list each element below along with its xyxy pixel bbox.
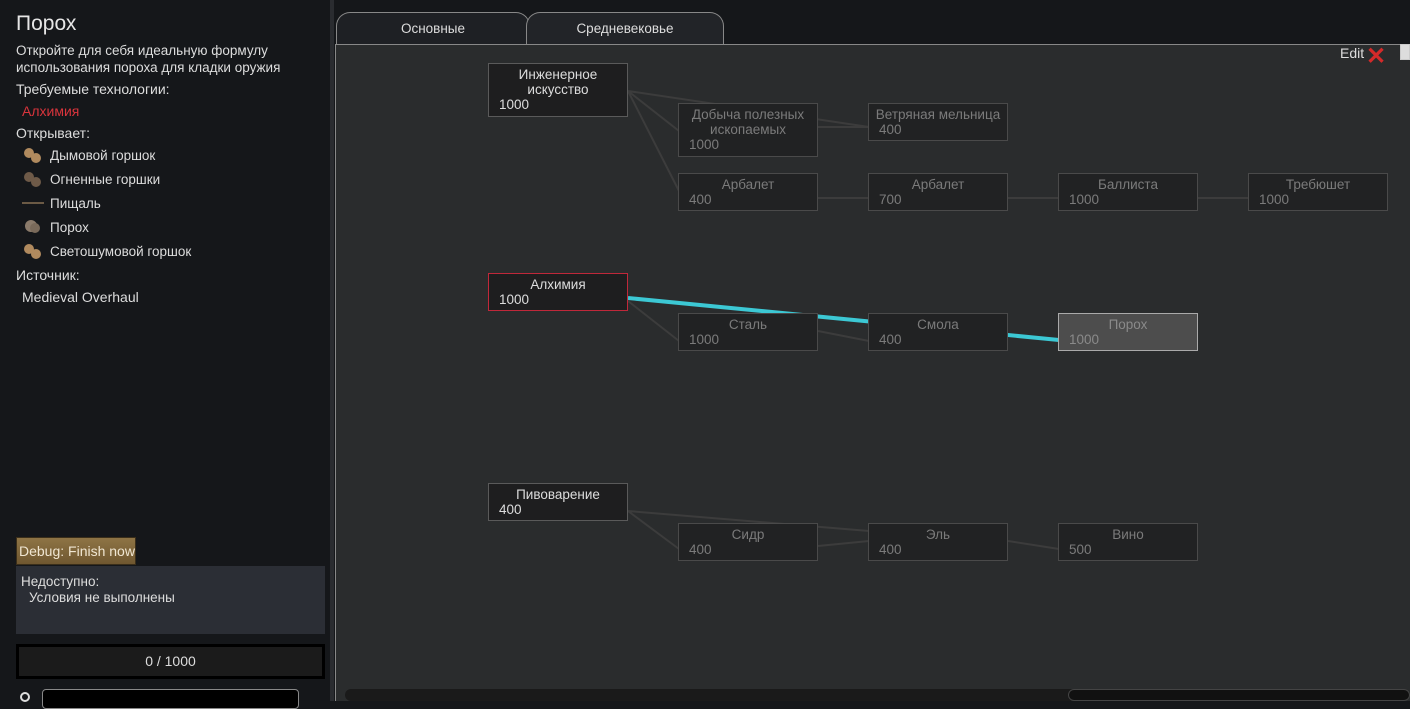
node-cost: 1000 bbox=[1259, 192, 1290, 207]
node-name: Смола bbox=[917, 317, 959, 332]
tech-node-selected[interactable]: Порох 1000 bbox=[1058, 313, 1198, 351]
unlock-label: Огненные горшки bbox=[50, 171, 161, 187]
node-cost: 400 bbox=[689, 192, 712, 207]
unlock-item[interactable]: Огненные горшки bbox=[22, 167, 160, 191]
node-name: Арбалет bbox=[911, 177, 965, 192]
node-cost: 500 bbox=[1069, 542, 1092, 557]
tree-links bbox=[627, 90, 1249, 550]
unlock-item[interactable]: Светошумовой горшок bbox=[22, 239, 191, 263]
node-name: Ветряная мельница bbox=[875, 107, 1001, 122]
tech-node[interactable]: Вино 500 bbox=[1058, 523, 1198, 561]
smoke-pot-icon bbox=[22, 146, 44, 164]
research-tree-panel[interactable] bbox=[335, 44, 1410, 701]
node-cost: 400 bbox=[879, 542, 902, 557]
unlocks-label: Открывает: bbox=[16, 125, 90, 141]
node-name: Требюшет bbox=[1285, 177, 1351, 192]
node-cost: 1000 bbox=[1069, 332, 1100, 347]
status-reason: Условия не выполнены bbox=[29, 590, 175, 605]
scrollbar-thumb[interactable] bbox=[1068, 689, 1410, 701]
flashbang-pot-icon bbox=[22, 242, 44, 260]
unlock-label: Светошумовой горшок bbox=[50, 243, 192, 259]
tech-node[interactable]: Эль 400 bbox=[868, 523, 1008, 561]
tech-node[interactable]: Сидр 400 bbox=[678, 523, 818, 561]
progress-bar: 0 / 1000 bbox=[16, 644, 325, 679]
tech-node[interactable]: Смола 400 bbox=[868, 313, 1008, 351]
search-input[interactable] bbox=[42, 689, 299, 709]
node-name: Порох bbox=[1108, 317, 1148, 332]
node-cost: 400 bbox=[879, 122, 902, 137]
unlock-item[interactable]: Дымовой горшок bbox=[22, 143, 155, 167]
debug-finish-button[interactable]: Debug: Finish now bbox=[16, 537, 136, 565]
tech-node[interactable]: Арбалет 700 bbox=[868, 173, 1008, 211]
node-cost: 1000 bbox=[1069, 192, 1100, 207]
unlock-label: Порох bbox=[50, 219, 89, 235]
tab-main[interactable]: Основные bbox=[336, 12, 530, 45]
edit-label[interactable]: Edit bbox=[1340, 45, 1365, 61]
unlock-label: Пищаль bbox=[50, 195, 101, 211]
node-name: Арбалет bbox=[721, 177, 775, 192]
tab-medieval[interactable]: Средневековье bbox=[526, 12, 724, 45]
node-cost: 1000 bbox=[689, 137, 720, 152]
node-name: Эль bbox=[925, 527, 951, 542]
unlock-item[interactable]: Порох bbox=[22, 215, 89, 239]
status-box: Недоступно:Условия не выполнены bbox=[16, 566, 325, 634]
source-value: Medieval Overhaul bbox=[22, 289, 139, 305]
research-description: Откройте для себя идеальную формулу испо… bbox=[16, 43, 281, 75]
unlock-item[interactable]: Пищаль bbox=[22, 191, 101, 215]
node-cost: 400 bbox=[689, 542, 712, 557]
tech-node[interactable]: Сталь 1000 bbox=[678, 313, 818, 351]
divider bbox=[330, 0, 334, 701]
copy-icon[interactable] bbox=[1400, 44, 1410, 60]
node-cost: 1000 bbox=[689, 332, 720, 347]
node-cost: 1000 bbox=[499, 97, 530, 112]
prereq-label: Требуемые технологии: bbox=[16, 81, 170, 97]
source-label: Источник: bbox=[16, 267, 80, 283]
node-cost: 400 bbox=[499, 502, 522, 517]
node-name: Добыча полезных ископаемых bbox=[691, 107, 805, 137]
status-title: Недоступно: bbox=[21, 574, 100, 589]
prereq-item[interactable]: Алхимия bbox=[22, 103, 80, 119]
arquebus-icon bbox=[22, 202, 44, 204]
node-name: Алхимия bbox=[530, 277, 586, 292]
gunpowder-icon bbox=[22, 218, 44, 236]
fire-pot-icon bbox=[22, 170, 44, 188]
close-icon[interactable]: ✕ bbox=[1366, 43, 1387, 70]
node-name: Инженерное искусство bbox=[518, 67, 598, 97]
node-name: Вино bbox=[1112, 527, 1144, 542]
node-name: Баллиста bbox=[1098, 177, 1158, 192]
unlock-label: Дымовой горшок bbox=[50, 147, 156, 163]
node-cost: 700 bbox=[879, 192, 902, 207]
tech-node[interactable]: Арбалет 400 bbox=[678, 173, 818, 211]
node-cost: 1000 bbox=[499, 292, 530, 307]
research-title: Порох bbox=[16, 12, 77, 35]
node-name: Сталь bbox=[728, 317, 768, 332]
node-name: Пивоварение bbox=[516, 487, 600, 502]
node-name: Сидр bbox=[731, 527, 765, 542]
node-cost: 400 bbox=[879, 332, 902, 347]
